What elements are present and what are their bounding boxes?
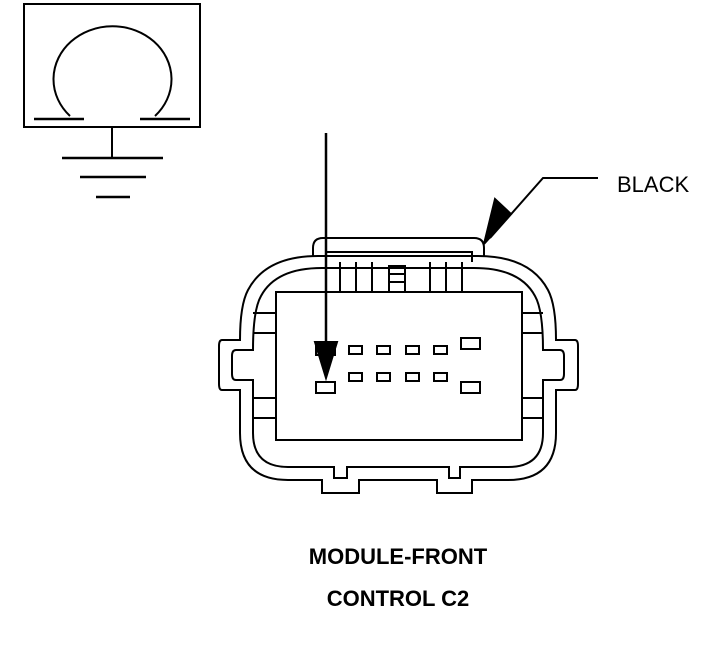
- ground-symbol-icon: [23, 3, 201, 199]
- connector-face-icon: [218, 133, 579, 494]
- callout-label: BLACK: [617, 172, 689, 197]
- caption-line-1: MODULE-FRONT: [309, 544, 488, 569]
- callout-leader-icon: [483, 177, 598, 245]
- caption-line-2: CONTROL C2: [327, 586, 470, 611]
